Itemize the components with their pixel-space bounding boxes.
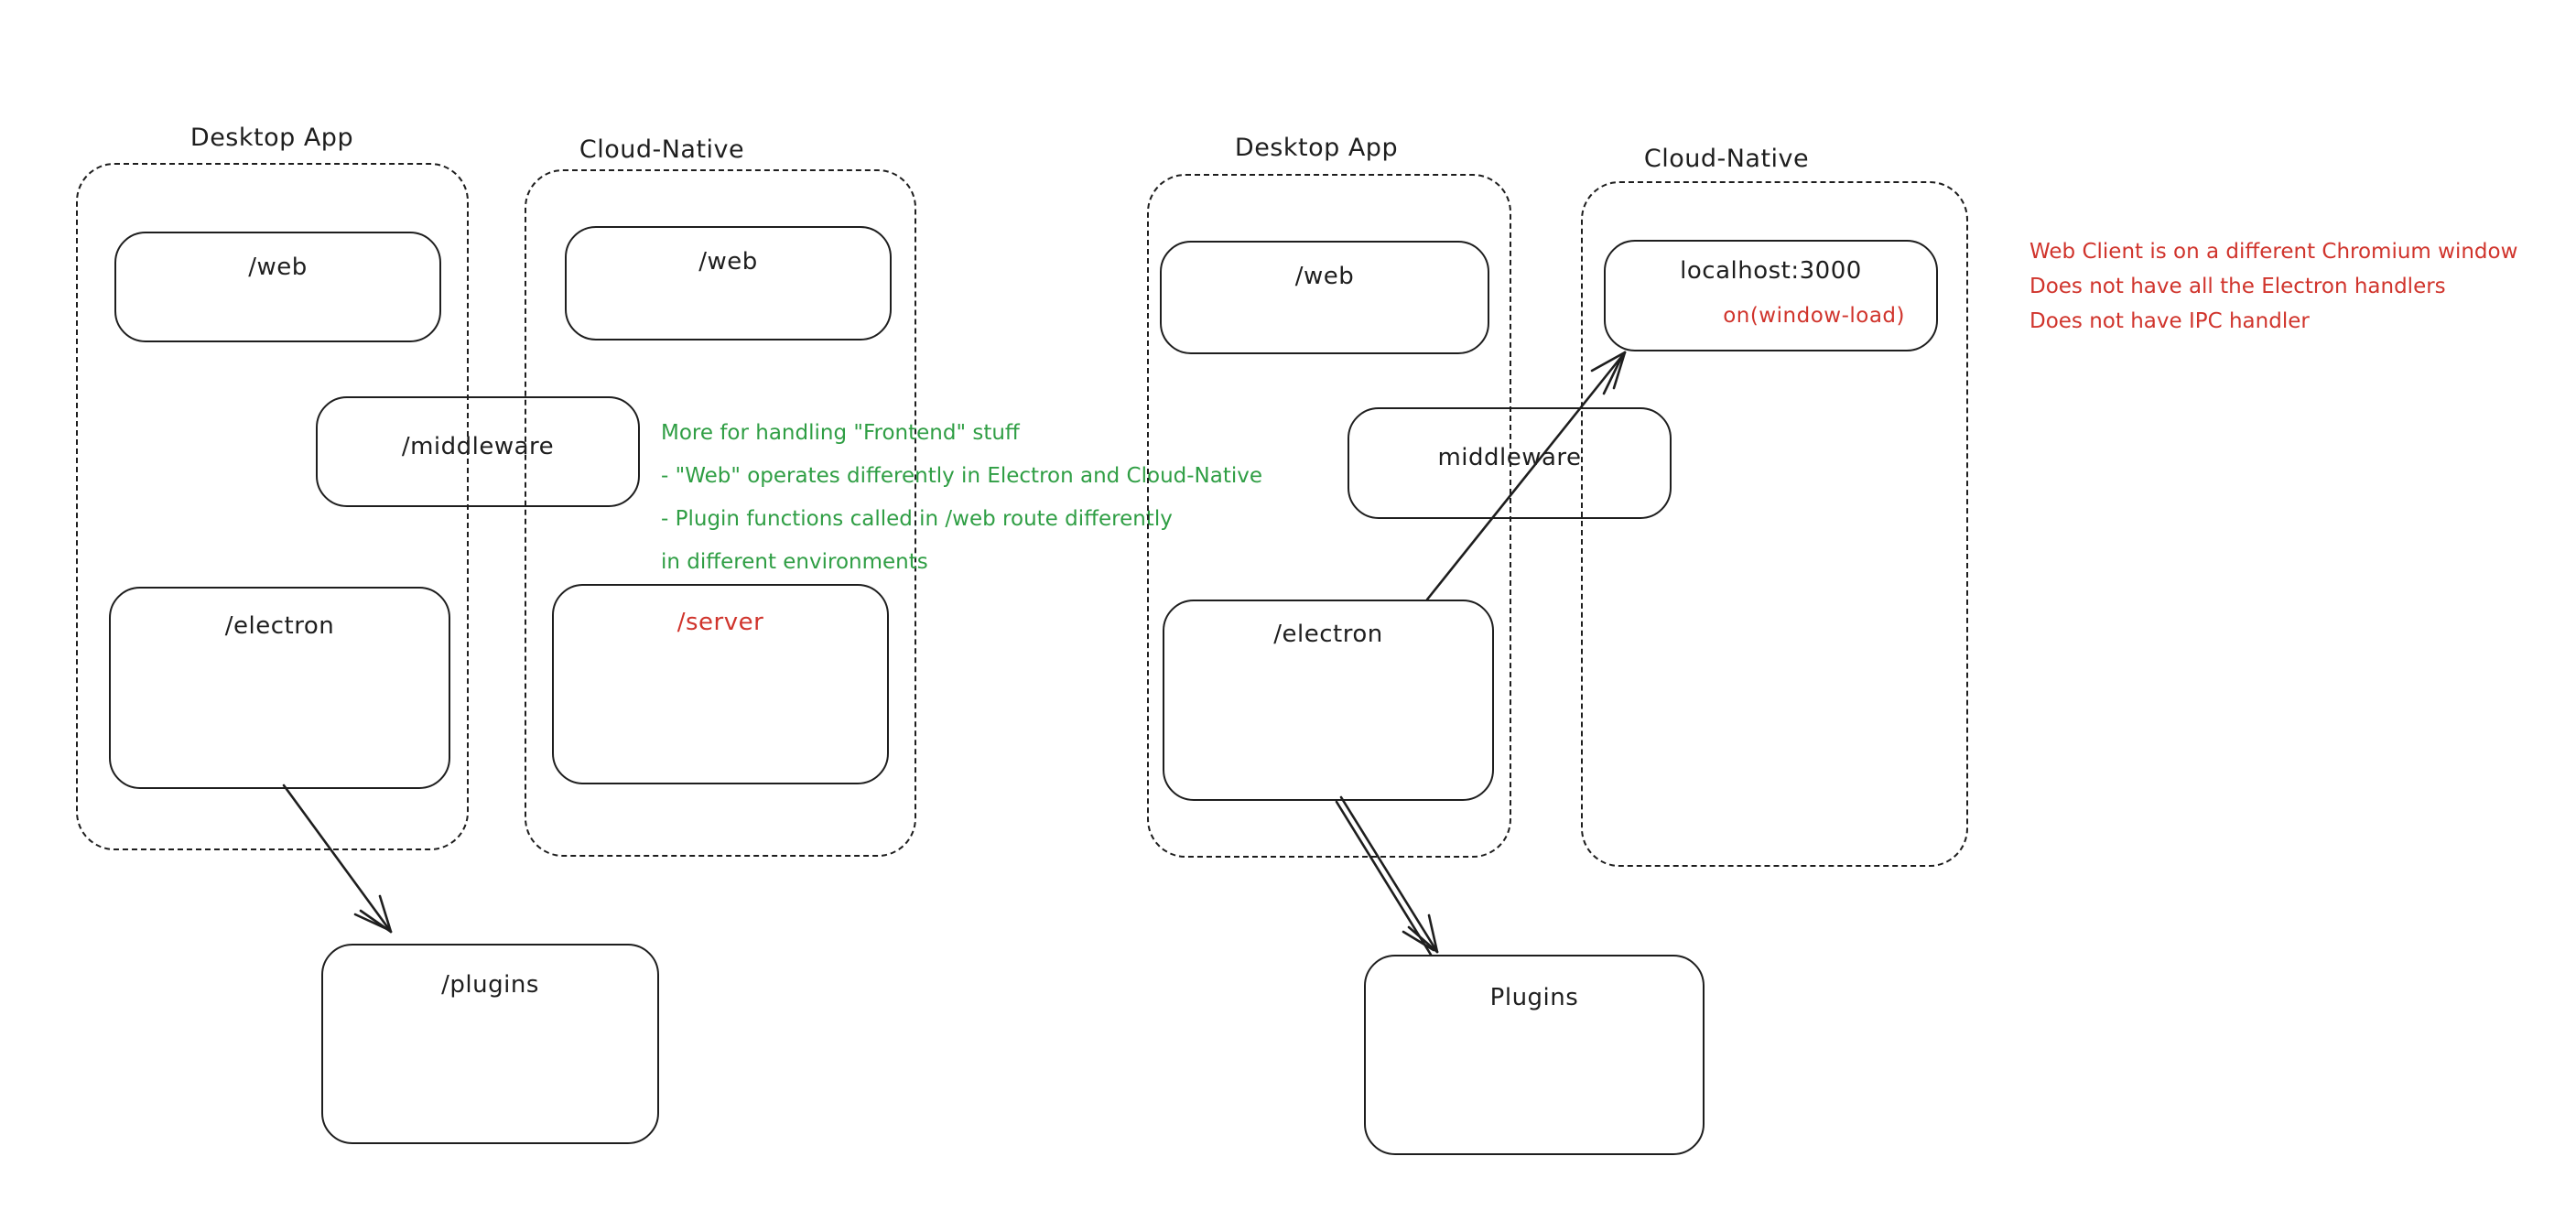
container-cloud-native-right[interactable] — [1581, 181, 1968, 867]
node-label-middleware-left: /middleware — [401, 433, 555, 460]
arrow-electron-to-plugins-left[interactable] — [282, 784, 393, 934]
node-localhost-3000[interactable]: localhost:3000 on(window-load) — [1604, 240, 1938, 351]
node-label-localhost-3000: localhost:3000 — [1680, 257, 1862, 285]
container-cloud-native-left[interactable] — [525, 169, 916, 857]
node-electron-right[interactable]: /electron — [1163, 600, 1494, 801]
container-label-desktop-app-right: Desktop App — [1234, 134, 1399, 162]
node-label-web-cloud-left: /web — [698, 248, 758, 276]
node-label-electron-left: /electron — [224, 612, 335, 640]
container-label-cloud-native-left: Cloud-Native — [579, 135, 745, 164]
node-server-left[interactable]: /server — [552, 584, 889, 784]
node-label-electron-right: /electron — [1273, 621, 1383, 648]
arrow-electron-to-localhost[interactable] — [1425, 351, 1627, 601]
arrow-electron-to-plugins-right[interactable] — [1335, 795, 1439, 956]
node-middleware-left[interactable]: /middleware — [316, 396, 640, 507]
node-label-web-desktop-left: /web — [248, 254, 308, 281]
node-web-desktop-right[interactable]: /web — [1160, 241, 1489, 354]
node-label-server-left: /server — [676, 609, 764, 636]
node-web-desktop-left[interactable]: /web — [114, 232, 441, 342]
node-web-cloud-left[interactable]: /web — [565, 226, 892, 340]
note-red-web-client[interactable]: Web Client is on a different Chromium wi… — [2029, 240, 2518, 333]
container-label-cloud-native-right: Cloud-Native — [1643, 145, 1810, 173]
node-label-on-window-load: on(window-load) — [1723, 304, 1905, 328]
node-plugins-left[interactable]: /plugins — [321, 944, 659, 1144]
container-desktop-app-right[interactable] — [1147, 174, 1511, 858]
node-label-plugins-left: /plugins — [441, 971, 539, 999]
node-label-web-desktop-right: /web — [1294, 263, 1355, 290]
node-middleware-right[interactable]: middleware — [1348, 407, 1672, 519]
node-label-plugins-right: Plugins — [1489, 984, 1579, 1011]
node-electron-left[interactable]: /electron — [109, 587, 450, 789]
container-label-desktop-app-left: Desktop App — [189, 124, 354, 152]
node-label-middleware-right: middleware — [1437, 444, 1582, 471]
note-green-frontend[interactable]: More for handling "Frontend" stuff - "We… — [661, 421, 1263, 574]
node-plugins-right[interactable]: Plugins — [1364, 955, 1705, 1155]
